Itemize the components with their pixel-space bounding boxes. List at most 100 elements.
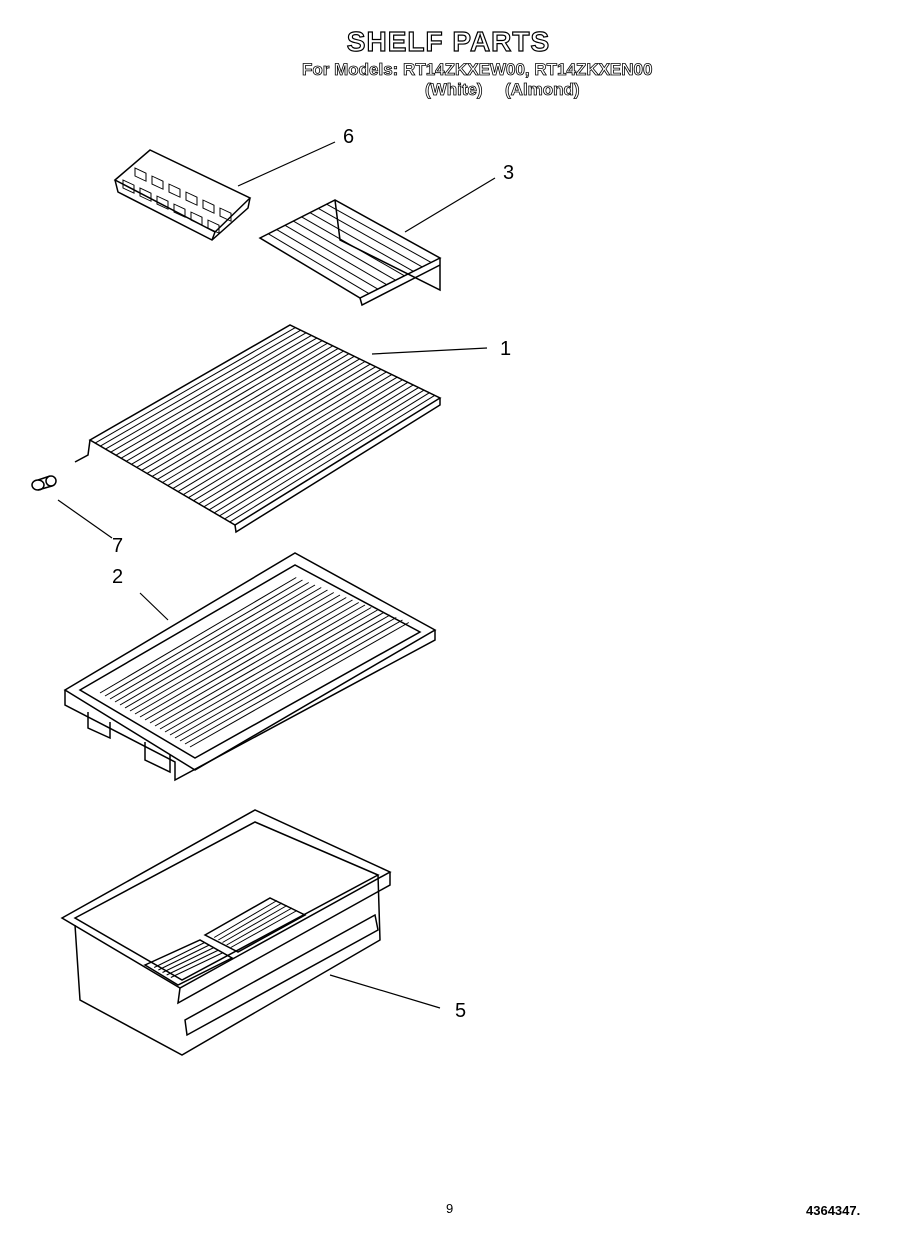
ice-cell <box>156 195 169 210</box>
rack-bar <box>326 203 432 263</box>
callout-7: 7 <box>112 535 124 557</box>
leader-7 <box>57 499 113 539</box>
shelf-bar <box>110 334 312 453</box>
tray-groove <box>119 587 322 706</box>
shelf-bar <box>193 376 398 502</box>
shelf-tray <box>63 552 437 782</box>
tray-groove <box>99 577 297 694</box>
color-almond: (Almond) <box>505 80 580 100</box>
shelf-bar <box>115 337 318 456</box>
tray-groove <box>129 592 335 712</box>
drawer-groove <box>153 942 205 968</box>
shelf-bar <box>105 332 307 450</box>
tray-groove <box>164 609 378 733</box>
tray-groove <box>179 617 397 742</box>
leader-6 <box>237 141 336 187</box>
crisper-drawer <box>60 809 392 1056</box>
wire-shelf <box>74 324 442 534</box>
leader-lines <box>57 141 496 1009</box>
tray-groove <box>184 619 403 745</box>
rack-bar <box>309 212 414 272</box>
drawer-groove <box>166 949 219 976</box>
page-number: 9 <box>446 1201 454 1216</box>
shelf-bar <box>198 379 403 505</box>
shelf-bar <box>162 361 366 483</box>
tray-groove <box>124 589 328 709</box>
shelf-bar <box>151 355 355 477</box>
leader-3 <box>404 177 496 233</box>
rack-bar <box>276 229 379 290</box>
shelf-bar <box>131 345 334 465</box>
shelf-bar <box>182 371 387 496</box>
ice-cell <box>168 183 181 198</box>
rack-bar <box>284 224 387 286</box>
end-cap <box>31 475 57 491</box>
shelf-bar <box>188 374 393 499</box>
callout-5: 5 <box>455 1000 467 1022</box>
tray-groove <box>189 622 409 748</box>
tray-groove <box>169 612 384 736</box>
leader-5 <box>329 974 441 1009</box>
ice-cell <box>139 187 152 202</box>
shelf-bar <box>224 392 430 520</box>
shelf-bar <box>177 368 382 493</box>
shelf-bar <box>120 340 323 459</box>
drawer-groove <box>170 952 224 978</box>
tray-groove <box>159 607 372 730</box>
shelf-bar <box>125 342 328 462</box>
leader-1 <box>371 347 488 355</box>
tray-groove <box>109 582 310 700</box>
ice-cell <box>173 203 186 218</box>
tray-groove <box>149 602 359 724</box>
ice-cell <box>207 219 220 234</box>
wire-rack <box>258 199 442 307</box>
shelf-bar <box>219 389 425 517</box>
rack-bar <box>293 220 396 281</box>
callout-2: 2 <box>112 566 124 588</box>
tray-groove <box>144 599 353 721</box>
tray-groove <box>104 579 303 697</box>
ice-cell <box>190 211 203 226</box>
callout-1: 1 <box>500 338 512 360</box>
rack-bar <box>268 233 370 294</box>
shelf-bar <box>136 348 339 468</box>
shelf-bar <box>172 366 376 490</box>
ice-cell <box>151 175 164 190</box>
shelf-bar <box>146 353 350 474</box>
drawer-groove <box>226 907 293 946</box>
color-white: (White) <box>425 80 483 100</box>
drawer-groove <box>230 910 298 948</box>
shelf-bar <box>94 327 296 444</box>
models-line: For Models: RT14ZKXEW00, RT14ZKXEN00 <box>302 60 653 80</box>
shelf-bar <box>229 394 435 523</box>
rack-bar <box>318 208 423 268</box>
shelf-bar <box>214 387 419 514</box>
drawer-groove <box>218 902 283 941</box>
drawer-groove <box>162 947 215 973</box>
ice-cell <box>122 179 135 194</box>
ice-cell <box>202 199 215 214</box>
shelf-bar <box>157 358 360 480</box>
shelf-bar <box>208 384 414 511</box>
doc-number: 4364347. <box>806 1203 861 1218</box>
shelf-bar <box>141 350 344 471</box>
drawer-groove <box>213 900 278 938</box>
rack-bar <box>301 216 405 277</box>
tray-groove <box>134 594 341 715</box>
callout-6: 6 <box>343 126 355 148</box>
leader-2 <box>139 592 169 621</box>
tray-groove <box>139 597 347 718</box>
drawer-groove <box>222 905 288 943</box>
ice-cell <box>185 191 198 206</box>
callout-3: 3 <box>503 162 515 184</box>
drawer-groove <box>158 944 210 971</box>
ice-cell <box>134 167 147 182</box>
shelf-bar <box>167 363 371 486</box>
tray-groove <box>154 604 366 727</box>
ice-tray <box>113 149 252 241</box>
ice-cell <box>219 207 232 222</box>
page-title: SHELF PARTS <box>346 25 551 57</box>
tray-groove <box>114 584 316 703</box>
shelf-bar <box>203 381 409 508</box>
